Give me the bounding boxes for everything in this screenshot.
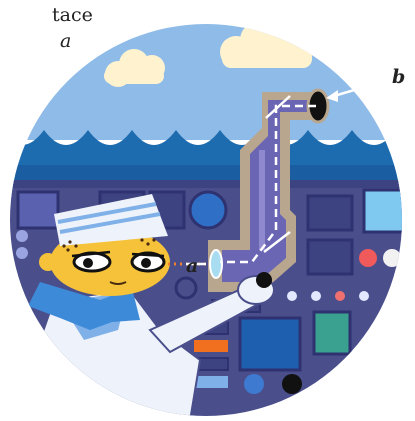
dark-blue-screen (240, 318, 300, 370)
sky (0, 0, 415, 140)
hand-knob (256, 272, 272, 288)
blue-knob-lower (244, 374, 264, 394)
panel-small-dial (16, 230, 28, 242)
teal-screen (314, 312, 350, 354)
eyepiece-a (210, 250, 222, 278)
label-b: b (392, 68, 405, 87)
black-knob-lower (282, 374, 302, 394)
panel-dial-large (190, 192, 226, 228)
light-blue-slot (194, 376, 228, 388)
white-knob (383, 249, 401, 267)
panel-square-4 (308, 196, 352, 230)
panel-square-1 (18, 192, 58, 228)
light-blue-screen (364, 190, 404, 232)
red-knob (359, 249, 377, 267)
label-a: a (186, 257, 198, 276)
orange-button (194, 340, 228, 352)
sailor-ear (39, 253, 57, 271)
panel-square-5 (308, 240, 352, 274)
panel-small-dial-2 (16, 247, 28, 259)
